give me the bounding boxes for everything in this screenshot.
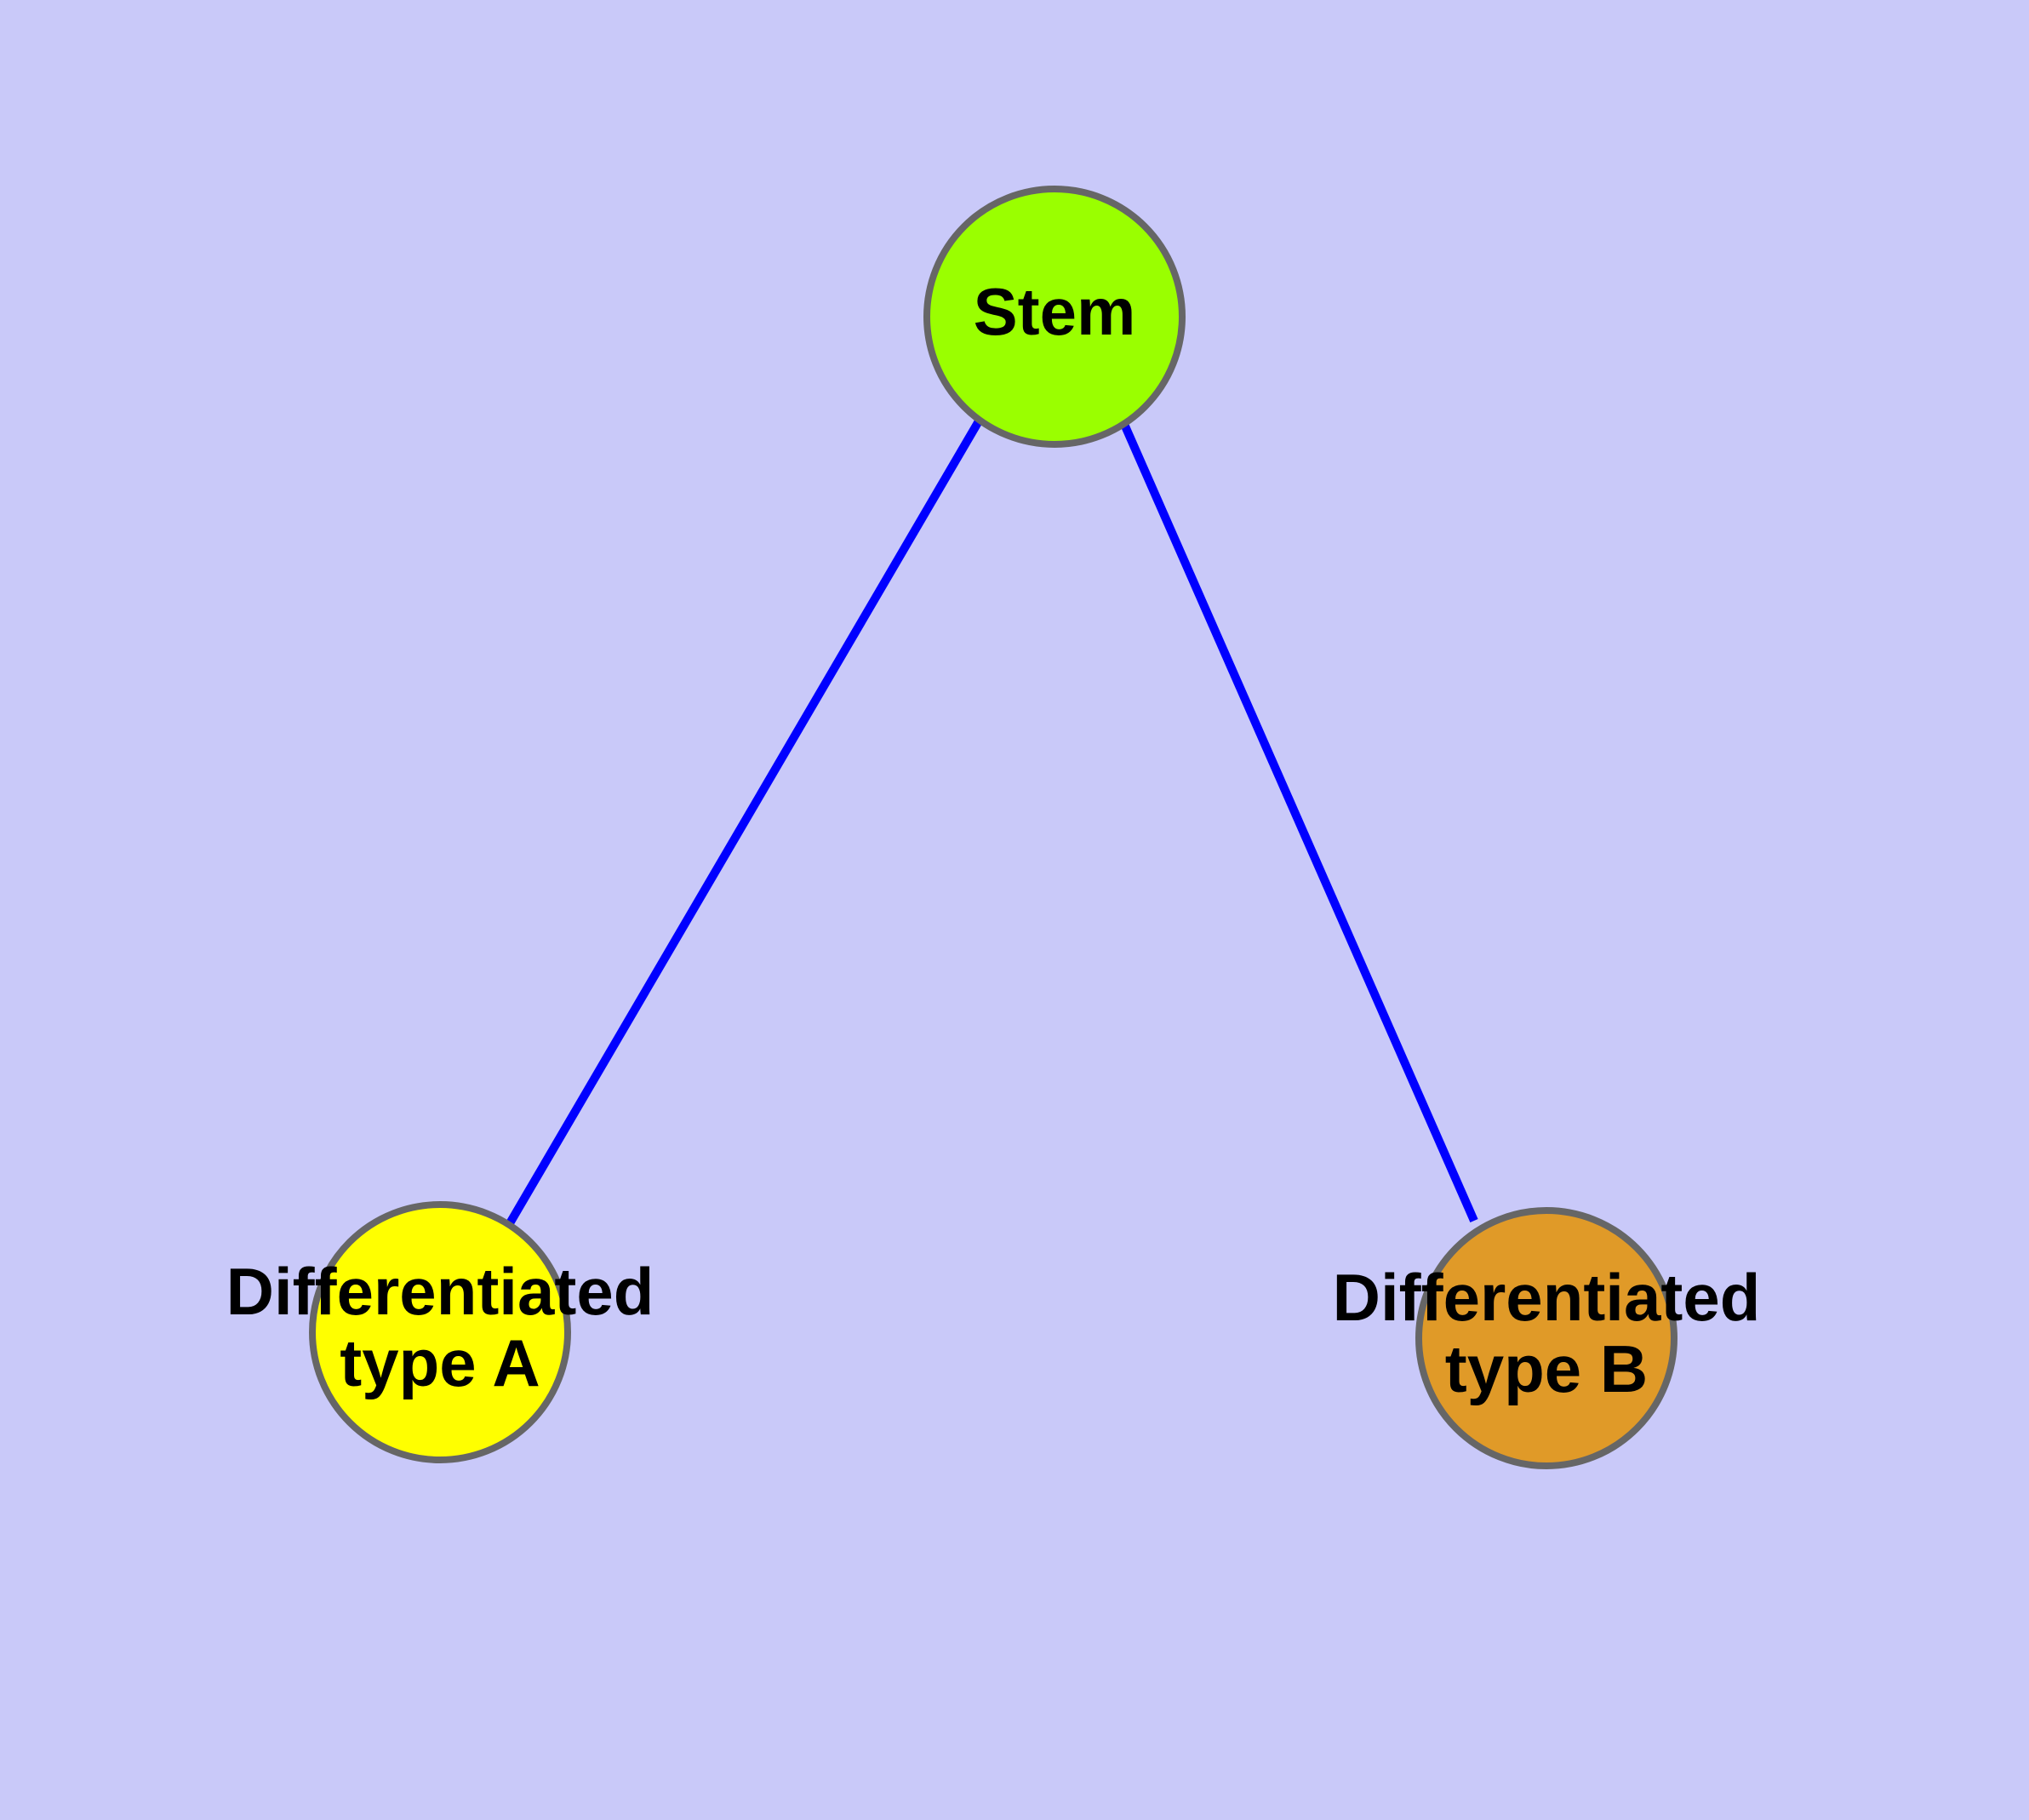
node-label-line: type B xyxy=(1445,1331,1648,1406)
nodes-layer xyxy=(309,186,1677,1469)
node-label-line: Stem xyxy=(974,274,1136,349)
edges-layer xyxy=(506,417,1478,1226)
node-label-stem: Stem xyxy=(974,274,1136,349)
node-label-line: type A xyxy=(340,1325,540,1400)
graph-node-diff_a[interactable] xyxy=(309,1201,571,1463)
graph-node-diff_b[interactable] xyxy=(1415,1207,1677,1469)
graph-edge-stem-to-diff-b xyxy=(1119,420,1478,1223)
graph-node-stem[interactable] xyxy=(923,186,1186,448)
node-label-line: Differentiated xyxy=(1333,1259,1761,1334)
graph-edge-stem-to-diff-a xyxy=(506,417,984,1226)
node-label-line: Differentiated xyxy=(226,1253,654,1328)
